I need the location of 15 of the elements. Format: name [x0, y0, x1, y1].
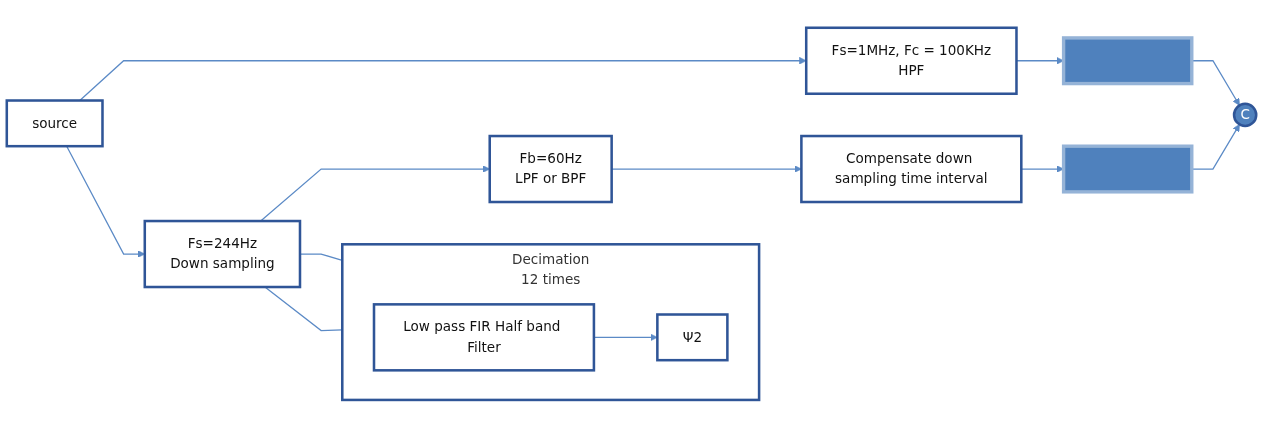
arrow: [611, 164, 802, 173]
node-bar: [1061, 144, 1194, 194]
node-box: Low pass FIR Half band Filter: [372, 302, 596, 372]
node-box: Fs=244Hz Down sampling: [143, 219, 302, 288]
arrow: [593, 333, 658, 341]
node-circle: C: [1232, 102, 1258, 127]
node-box: Fb=60Hz LPF or BPF: [488, 134, 613, 203]
connector: [299, 253, 343, 261]
connector: [264, 286, 343, 331]
node-box: Ψ2: [656, 312, 729, 362]
node-box: source: [5, 98, 104, 148]
arrow: [79, 56, 807, 101]
node-box: Fs=1MHz, Fc = 100KHz HPF: [804, 26, 1018, 95]
node-box: Compensate down sampling time interval: [800, 134, 1023, 203]
node-bar: [1061, 35, 1194, 85]
